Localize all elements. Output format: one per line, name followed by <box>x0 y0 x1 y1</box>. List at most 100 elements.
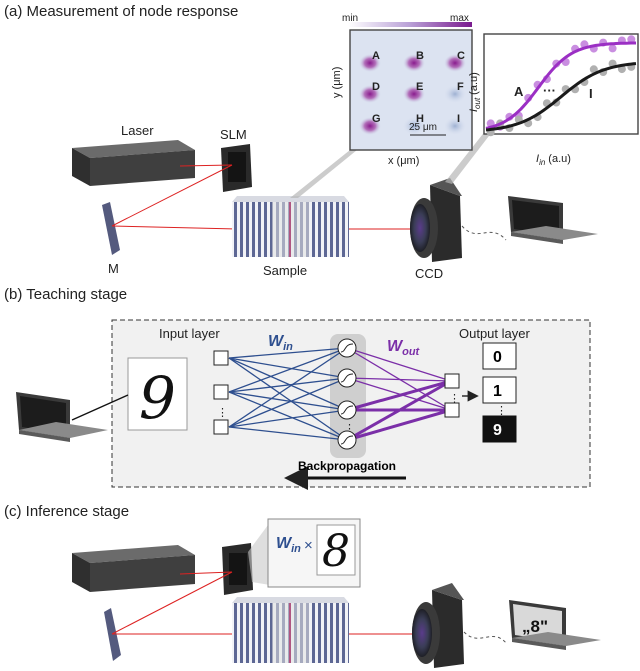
curve-a-point <box>627 35 636 44</box>
spot-g <box>359 117 381 135</box>
spot-label-c: C <box>457 50 465 62</box>
spot-label-h: H <box>416 113 424 125</box>
laptop-c <box>509 600 601 650</box>
laser-beam-a <box>111 164 410 230</box>
input-node-3 <box>213 419 229 435</box>
w-in-connections <box>228 347 348 441</box>
output-box-9 <box>482 415 517 443</box>
curve-label-a: A <box>514 84 524 99</box>
output-9: 9 <box>493 422 502 439</box>
sample-label: Sample <box>263 263 307 278</box>
spot-e <box>403 85 425 103</box>
output-layer-label: Output layer <box>459 326 530 341</box>
ccd-label: CCD <box>415 266 443 281</box>
inset-times: × <box>304 537 313 554</box>
output-node-2 <box>444 402 460 418</box>
curve-a-point <box>608 44 617 53</box>
output-box-1 <box>482 376 517 404</box>
zoom-connector-image <box>290 150 357 198</box>
curve-i <box>485 62 637 132</box>
plot-y-label: Iout(a.u) <box>468 72 482 112</box>
spot-label-i: I <box>457 113 460 125</box>
spot-f <box>444 85 466 103</box>
cable-c <box>463 631 508 645</box>
input-node-1 <box>213 350 229 366</box>
input-node-2 <box>213 384 229 400</box>
zoom-connector-c <box>248 525 270 585</box>
plot-x-label: Iin(a.u) <box>536 153 571 167</box>
colorbar-max: max <box>450 13 469 24</box>
digit-9: 9 <box>139 364 176 432</box>
camera-image: A B C D E F G H I 25 μm <box>349 29 473 151</box>
laptop-b-link <box>71 394 129 421</box>
x-axis-label: x (μm) <box>388 155 419 167</box>
mirror-label: M <box>108 261 119 276</box>
ccd-camera <box>410 178 462 262</box>
spot-label-f: F <box>457 81 464 93</box>
spot-a <box>359 54 381 72</box>
camera-spots: A B C D E F G H I <box>359 50 466 135</box>
laser-beam-c <box>111 571 415 635</box>
spot-label-e: E <box>416 81 423 93</box>
colorbar-min: min <box>342 13 358 24</box>
spot-d <box>359 85 381 103</box>
hidden-layer-bg <box>330 334 366 458</box>
spot-label-b: B <box>416 50 424 62</box>
output-box-0 <box>482 342 517 370</box>
panel-a-heading: (a) Measurement of node response <box>4 3 238 20</box>
spot-i <box>444 117 466 135</box>
w-out-connections <box>346 347 452 442</box>
output-0: 0 <box>493 349 502 366</box>
ccd-camera-c <box>412 583 464 668</box>
laser-c <box>72 545 195 592</box>
hidden-node-2 <box>337 368 357 388</box>
curve-a <box>485 41 636 130</box>
hidden-node-3 <box>337 400 357 420</box>
output-box-vdots: ⋮ <box>496 405 507 417</box>
mirror <box>102 202 120 255</box>
digit-image-9 <box>127 357 188 431</box>
hidden-node-4 <box>337 430 357 450</box>
digit-8: 8 <box>322 526 350 577</box>
spot-b <box>403 54 425 72</box>
colorbar <box>348 22 472 27</box>
curve-label-dots: ··· <box>543 83 556 98</box>
response-plot: A ··· I <box>483 33 639 137</box>
y-axis-label: y (μm) <box>331 67 343 98</box>
inset-w-in: Win <box>276 535 301 555</box>
input-vdots: ⋮ <box>217 407 228 419</box>
slm-c <box>222 543 253 595</box>
curve-label-i: I <box>589 86 593 101</box>
w-out-label: Wout <box>387 338 421 358</box>
spot-label-g: G <box>372 113 381 125</box>
panel-c-heading: (c) Inference stage <box>4 503 129 520</box>
spot-label-a: A <box>372 50 380 62</box>
hidden-node-1 <box>337 338 357 358</box>
panel-b-heading: (b) Teaching stage <box>4 286 127 303</box>
input-layer-label: Input layer <box>159 326 220 341</box>
sample-c <box>232 597 349 663</box>
slm-label: SLM <box>220 127 247 142</box>
laser <box>72 140 195 186</box>
backprop-label: Backpropagation <box>298 459 396 473</box>
output-node-1 <box>444 373 460 389</box>
laptop-c-screen-text: „8" <box>522 617 548 636</box>
curve-i-point <box>589 65 598 74</box>
laptop-b <box>16 392 108 442</box>
sample <box>232 196 349 257</box>
laptop-a <box>508 196 598 244</box>
spot-h <box>403 117 425 135</box>
spot-c <box>444 54 466 72</box>
cable-a <box>461 225 507 241</box>
spot-label-d: D <box>372 81 380 93</box>
output-vdots: ⋮ <box>449 393 460 405</box>
hidden-vdots: ⋮ <box>344 423 355 435</box>
w-in-label: Win <box>268 333 293 353</box>
laser-label: Laser <box>121 123 154 138</box>
digit-image-8 <box>316 524 356 576</box>
slm <box>221 144 252 192</box>
zoom-connector-plot <box>445 130 492 184</box>
scalebar-label: 25 μm <box>409 122 437 133</box>
output-1: 1 <box>493 383 502 400</box>
